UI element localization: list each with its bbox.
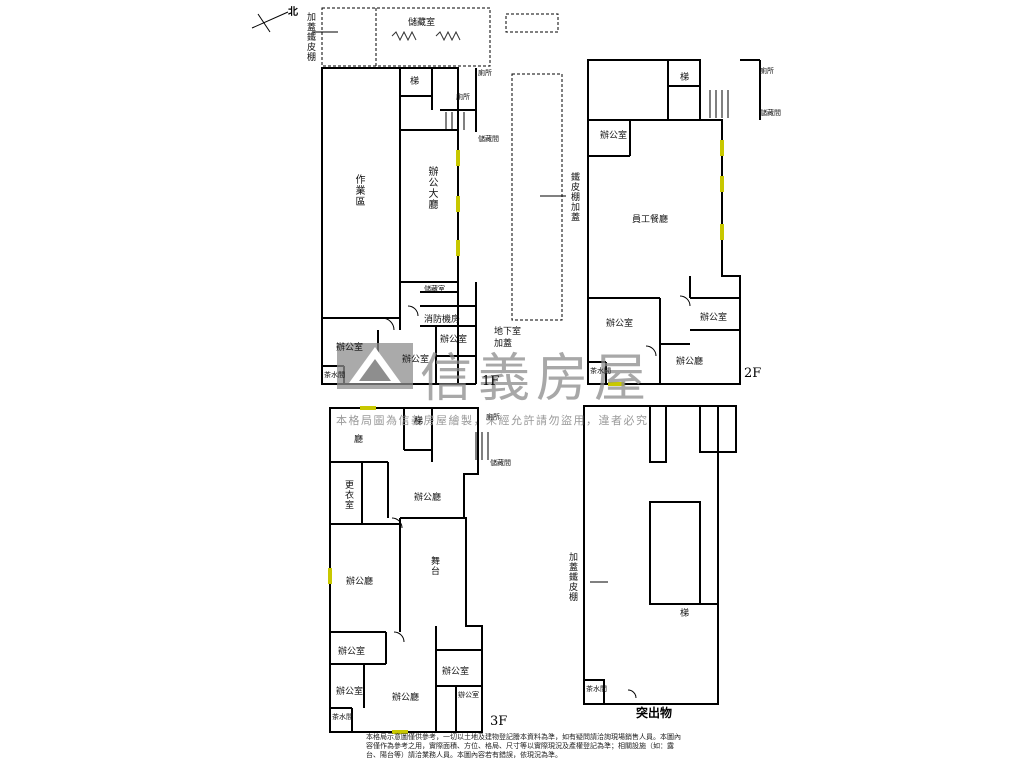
north-arrow-label: 北 (288, 7, 298, 18)
room-pantry-3f: 茶水間 (332, 713, 353, 721)
room-addon-shed: 加蓋鐵皮棚 (305, 12, 315, 62)
room-pantry-1f: 茶水間 (324, 371, 345, 379)
room-wc-2f: 廁所 (760, 67, 774, 75)
room-storage-2f: 儲藏間 (760, 109, 781, 117)
room-office-a-2f: 辦公室 (606, 319, 634, 329)
room-office-small-3f: 辦公室 (458, 691, 479, 699)
room-addon: 加蓋 (494, 339, 513, 349)
room-changing-3f: 更衣室 (343, 480, 353, 510)
room-addon-shed-roof: 加蓋鐵皮棚 (567, 552, 577, 602)
room-office-room2-3f: 辦公室 (336, 687, 364, 697)
room-wc-3f: 廁所 (486, 413, 500, 421)
floor-label-roof: 突出物 (636, 706, 673, 720)
room-storage-1f: 儲藏間 (478, 135, 499, 143)
room-fire-room-1f: 消防機房 (424, 315, 461, 325)
room-office-1f: 辦公室 (336, 343, 364, 353)
floor-roof-outline (583, 405, 737, 705)
brand-logo-watermark (337, 343, 413, 389)
room-office2-1f: 辦公室 (402, 355, 430, 365)
room-wc-top-1f: 廁所 (478, 69, 492, 77)
room-staff-cafeteria: 員工餐廳 (632, 215, 669, 225)
room-office-c-3f: 辦公室 (442, 667, 470, 677)
floor-3f-outline (329, 407, 483, 733)
room-shed-addon: 鐵皮棚加蓋 (569, 172, 579, 222)
room-office-hall-c-3f: 辦公廳 (392, 693, 420, 703)
room-storage-top: 儲藏室 (408, 18, 436, 28)
room-stair-roof: 梯 (680, 609, 690, 619)
room-stair-3f: 梯 (414, 417, 424, 427)
watermark-brand: 信義房屋 (420, 349, 653, 409)
room-pantry-roof: 茶水間 (586, 685, 607, 693)
room-stair-1f: 梯 (410, 77, 420, 87)
watermark-note: 本格局圖為信義房屋繪製，未經允許請勿盜用，違者必究 (336, 414, 649, 427)
room-storage-3f: 儲藏間 (490, 459, 511, 467)
floor-label-3f: 3F (490, 714, 508, 729)
room-storage-room-1f: 儲藏室 (424, 285, 445, 293)
floor-label-2f: 2F (744, 366, 762, 381)
floor-label-1f: 1F (482, 374, 500, 389)
room-office-hall-b-3f: 辦公廳 (346, 577, 374, 587)
room-office-hall-2f: 辦公廳 (676, 357, 704, 367)
room-hall-3f: 廳 (354, 435, 364, 445)
room-basement: 地下室 (494, 327, 522, 337)
room-pantry-2f: 茶水間 (590, 367, 611, 375)
room-office-hall-a-3f: 辦公廳 (414, 493, 442, 503)
room-office-b-2f: 辦公室 (700, 313, 728, 323)
room-office-hall-1f: 辦公大廳 (426, 166, 437, 210)
room-office-room-1f: 辦公室 (440, 335, 468, 345)
room-office-room-3f: 辦公室 (338, 647, 366, 657)
room-stair-2f: 梯 (680, 73, 690, 83)
room-stage-3f: 舞台 (429, 556, 439, 576)
floor-2f-outline (587, 59, 741, 385)
room-work-area: 作業區 (353, 174, 364, 207)
room-office-room-2f: 辦公室 (600, 131, 628, 141)
disclaimer-text: 本格局示意圖僅供參考，一切以土地及建物登記謄本資料為準，如有疑問請洽詢現場銷售人… (366, 733, 681, 759)
room-wc-1f: 廁所 (456, 93, 470, 101)
